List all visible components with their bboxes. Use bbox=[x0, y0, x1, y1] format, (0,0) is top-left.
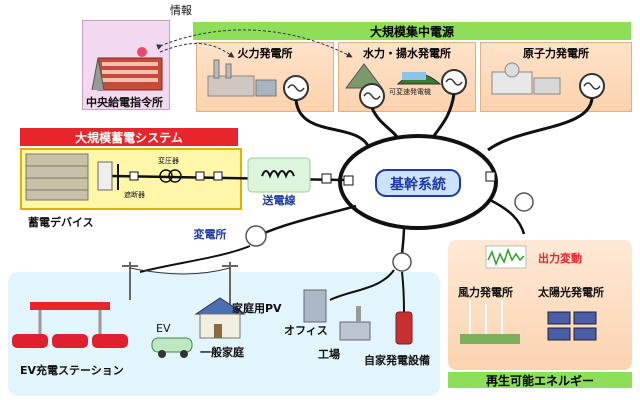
factory-label: 工場 bbox=[318, 348, 340, 361]
private-generator-icon bbox=[395, 311, 413, 345]
control-center-icon bbox=[91, 47, 163, 91]
generator-hydro2-icon bbox=[441, 69, 467, 95]
nuclear-plant-label: 原子力発電所 bbox=[523, 47, 589, 60]
distribution-wire bbox=[129, 267, 231, 275]
transmission-coil-icon bbox=[261, 170, 295, 179]
storage-device-label: 蓄電デバイス bbox=[28, 216, 94, 229]
ring-switch-2 bbox=[485, 171, 496, 182]
wind-label: 風力発電所 bbox=[458, 286, 513, 299]
control-center-label: 中央給電指令所 bbox=[86, 96, 163, 109]
solar-label: 太陽光発電所 bbox=[538, 286, 604, 299]
ev-station-icon bbox=[12, 302, 128, 348]
line-hydro2-grid bbox=[428, 93, 456, 143]
line-grid-renewable bbox=[489, 198, 526, 235]
generator-hydro1-icon bbox=[359, 83, 385, 109]
info-arrow-hydro bbox=[156, 29, 353, 58]
transmission-label: 送電線 bbox=[262, 193, 296, 207]
hydro-plant-icon bbox=[345, 63, 442, 89]
fluctuation-label: 出力変動 bbox=[538, 252, 582, 265]
home-pv-label: 家庭用PV bbox=[232, 302, 282, 315]
renewable-banner-text: 再生可能エネルギー bbox=[485, 373, 594, 388]
line-to-private-gen bbox=[401, 271, 405, 313]
large-power-banner: 大規模集中電源 bbox=[193, 22, 631, 40]
solar-farm-icon bbox=[547, 311, 597, 341]
breaker-label: 遮断器 bbox=[124, 191, 145, 199]
ring-switch-1 bbox=[343, 175, 354, 186]
nuclear-plant: 原子力発電所 bbox=[480, 42, 632, 112]
substation-transformer-icon bbox=[245, 225, 267, 247]
battery-rack-icon bbox=[25, 153, 89, 201]
generator-thermal-icon bbox=[283, 75, 309, 101]
factory-icon bbox=[339, 306, 371, 341]
storage-circuit bbox=[97, 161, 223, 191]
thermal-plant-icon bbox=[207, 59, 277, 97]
house-icon bbox=[194, 297, 246, 339]
utility-pole-2 bbox=[222, 262, 238, 306]
renewable-banner: 再生可能エネルギー bbox=[448, 372, 632, 388]
info-arrow-thermal bbox=[159, 42, 235, 58]
industrial-transformer-icon bbox=[392, 252, 412, 272]
generator-nuclear-icon bbox=[579, 73, 605, 99]
office-label: オフィス bbox=[284, 324, 328, 337]
private-gen-label: 自家発電設備 bbox=[364, 354, 430, 367]
core-grid-label: 基幹系統 bbox=[390, 176, 446, 193]
ev-label: EV bbox=[156, 322, 171, 335]
utility-pole-1 bbox=[122, 262, 138, 300]
line-thermal-grid bbox=[294, 99, 372, 151]
storage-banner-text: 大規模蓄電システム bbox=[75, 130, 183, 145]
large-power-banner-text: 大規模集中電源 bbox=[369, 24, 454, 39]
variable-speed-generator-label: 可変速発電機 bbox=[389, 88, 431, 96]
core-grid-badge bbox=[375, 169, 461, 197]
renewable-transformer-icon bbox=[514, 192, 534, 212]
wind-farm-icon bbox=[460, 300, 520, 344]
fluctuation-wave-icon bbox=[487, 247, 525, 267]
line-substation-distribution bbox=[139, 245, 251, 273]
line-grid-industrial bbox=[400, 225, 406, 257]
office-building-icon bbox=[303, 289, 327, 323]
household-label: 一般家庭 bbox=[200, 346, 244, 359]
transformer-label: 変圧器 bbox=[158, 157, 179, 165]
hydro-plant-label: 水力・揚水発電所 bbox=[363, 47, 451, 60]
line-to-office bbox=[329, 269, 395, 301]
substation-label: 変電所 bbox=[194, 227, 227, 241]
line-grid-substation bbox=[261, 204, 357, 236]
transmission-switch bbox=[321, 173, 332, 184]
storage-banner: 大規模蓄電システム bbox=[20, 128, 238, 146]
ev-station-label: EV充電ステーション bbox=[20, 364, 124, 377]
ev-car-icon bbox=[151, 337, 193, 358]
info-label: 情報 bbox=[170, 4, 192, 17]
line-nuclear-grid bbox=[487, 97, 594, 152]
renewable-area bbox=[448, 240, 632, 370]
nuclear-plant-icon bbox=[491, 62, 561, 95]
